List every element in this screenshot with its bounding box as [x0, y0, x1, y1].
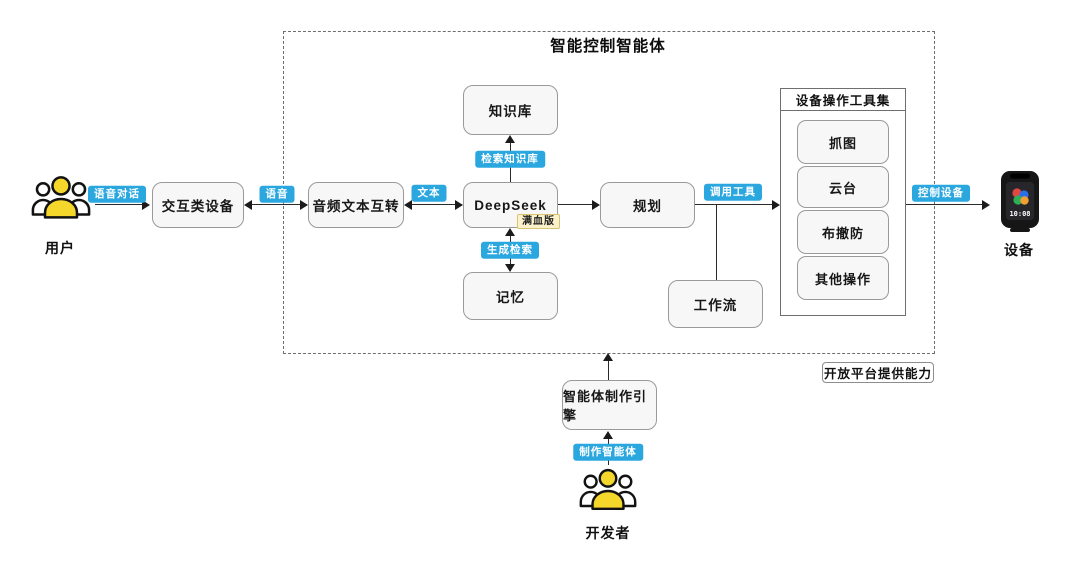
diagram-title: 智能控制智能体	[550, 38, 666, 55]
node-deepseek-label: DeepSeek	[474, 197, 547, 213]
tool-arm-disarm: 布撤防	[797, 210, 889, 254]
user-label: 用户	[45, 240, 75, 256]
arrow-engine-to-agent	[608, 356, 609, 380]
node-knowledge-base-label: 知识库	[488, 104, 533, 119]
edge-label-control-device: 控制设备	[912, 184, 970, 202]
arrow-audio-deepseek-bidirectional	[406, 204, 462, 205]
device-icon: 10:08	[1001, 171, 1039, 232]
node-agent-engine-label: 智能体制作引擎	[563, 389, 648, 423]
arrowhead	[244, 200, 252, 210]
edge-label-voice-dialog: 语音对话	[88, 185, 146, 203]
node-agent-engine: 智能体制作引擎	[562, 380, 657, 430]
edge-label-make-agent: 制作智能体	[573, 443, 643, 461]
node-planning-label: 规划	[633, 199, 662, 214]
user-group-icon	[31, 176, 91, 219]
arrowhead	[142, 200, 150, 210]
arrowhead	[505, 264, 515, 272]
tool-ptz-label: 云台	[828, 180, 857, 196]
arrowhead	[505, 228, 515, 236]
node-memory-label: 记忆	[496, 290, 525, 305]
arrow-user-to-interactive-device	[95, 204, 145, 205]
tool-ptz: 云台	[797, 166, 889, 208]
deepseek-version-badge: 满血版	[517, 214, 560, 229]
arrow-planning-to-toolset	[695, 204, 773, 205]
edge-label-call-tools: 调用工具	[704, 183, 762, 201]
node-knowledge-base: 知识库	[463, 85, 558, 135]
node-memory: 记忆	[463, 272, 558, 320]
arrowhead	[772, 200, 780, 210]
device-screen-time: 10:08	[1009, 210, 1030, 218]
tool-arm-disarm-label: 布撤防	[821, 225, 864, 241]
edge-label-generate-retrieval: 生成检索	[481, 241, 539, 259]
arrowhead	[603, 353, 613, 361]
arrowhead	[455, 200, 463, 210]
edge-label-retrieve-knowledge: 检索知识库	[475, 150, 545, 168]
arrowhead	[505, 135, 515, 143]
node-workflow-label: 工作流	[693, 298, 738, 313]
device-label: 设备	[1004, 242, 1034, 258]
tool-capture: 抓图	[797, 120, 889, 164]
node-audio-text-convert-label: 音频文本互转	[312, 199, 400, 214]
arrow-deepseek-to-planning	[558, 204, 594, 205]
tool-other-ops-label: 其他操作	[814, 271, 871, 287]
arrowhead	[300, 200, 308, 210]
tool-capture-label: 抓图	[828, 135, 857, 151]
node-interactive-device-label: 交互类设备	[161, 199, 235, 214]
developer-group-icon	[579, 468, 637, 511]
footnote-open-platform: 开放平台提供能力	[822, 362, 934, 383]
edge-label-voice: 语音	[259, 185, 295, 203]
arrow-device-audio-bidirectional	[246, 204, 307, 205]
toolset-title: 设备操作工具集	[781, 89, 905, 111]
arrowhead	[592, 200, 600, 210]
node-workflow: 工作流	[668, 280, 763, 328]
edge-label-text: 文本	[411, 184, 447, 202]
node-interactive-device: 交互类设备	[152, 182, 244, 228]
connector-to-workflow	[716, 205, 717, 280]
arrowhead	[603, 431, 613, 439]
developer-label: 开发者	[585, 525, 631, 541]
arrowhead	[404, 200, 412, 210]
arrowhead	[982, 200, 990, 210]
tool-other-ops: 其他操作	[797, 256, 889, 300]
arrow-toolset-to-device	[906, 204, 984, 205]
node-planning: 规划	[600, 182, 695, 228]
node-audio-text-convert: 音频文本互转	[308, 182, 404, 228]
